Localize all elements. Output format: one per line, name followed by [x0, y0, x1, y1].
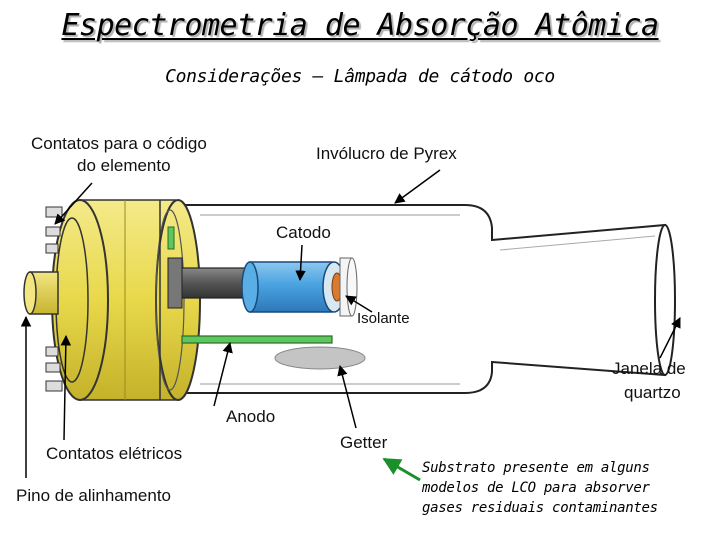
arrow-pyrex — [394, 169, 441, 204]
alignment-pin — [23, 271, 59, 315]
arrow-isolante — [345, 295, 373, 313]
label-anodo: Anodo — [226, 407, 276, 426]
label-getter: Getter — [340, 433, 388, 452]
electrical-contact-pins — [45, 206, 63, 392]
label-pino-alinhamento: Pino de alinhamento — [16, 486, 172, 505]
note-line-2: modelos de LCO para absorver — [422, 480, 650, 496]
arrow-catodo — [295, 244, 306, 282]
getter-note: Substrato presente em alguns modelos de … — [422, 458, 702, 518]
label-janela-line2: quartzo — [624, 383, 681, 402]
anode-wire — [181, 335, 333, 344]
note-line-3: gases residuais contaminantes — [422, 500, 658, 516]
label-janela-line1: Janela de — [612, 359, 686, 378]
arrow-janela — [659, 317, 681, 359]
base-marker — [167, 226, 175, 250]
label-contatos-codigo-line2: do elemento — [77, 156, 171, 175]
getter-disk — [274, 346, 366, 370]
label-catodo: Catodo — [276, 223, 331, 242]
arrow-note-getter — [382, 457, 421, 482]
page-subtitle: Considerações – Lâmpada de cátodo oco — [165, 66, 555, 87]
arrow-getter — [337, 364, 357, 429]
arrow-contacts-code — [54, 182, 93, 225]
page-title: Espectrometria de Absorção Atômica — [61, 8, 659, 43]
label-contatos-eletricos: Contatos elétricos — [46, 444, 183, 463]
cathode-support-rod — [167, 257, 253, 309]
label-contatos-codigo-line1: Contatos para o código — [31, 134, 207, 153]
label-involucro: Invólucro de Pyrex — [316, 144, 457, 163]
arrow-anodo — [213, 341, 233, 407]
cathode — [241, 257, 358, 317]
note-line-1: Substrato presente em alguns — [422, 460, 650, 476]
arrow-contatos-eletricos — [60, 334, 72, 441]
quartz-window-tube — [491, 223, 676, 377]
label-isolante: Isolante — [357, 310, 410, 327]
